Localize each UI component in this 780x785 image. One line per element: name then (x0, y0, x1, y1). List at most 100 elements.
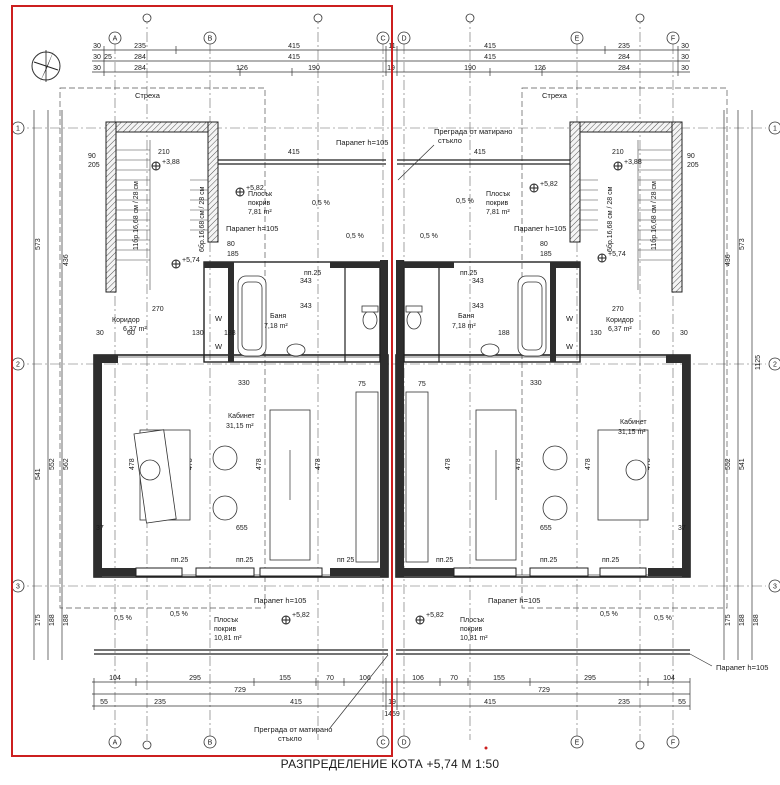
drawing-title: РАЗПРЕДЕЛЕНИЕ КОТА +5,74 М 1:50 (280, 757, 500, 771)
dim-478-right-4: 478 (645, 458, 652, 470)
dim-478-left-1: 478 (129, 458, 136, 470)
dim-37-right: 37 (678, 525, 686, 532)
dim-60-left: 60 (127, 330, 135, 337)
slope-bottom-right-2: 0,5 % (654, 615, 672, 622)
dim-nn25-left: пп.25 (304, 270, 321, 277)
dim-right-552: 552 (725, 458, 732, 470)
pregrada-top-2: стъкло (438, 136, 462, 145)
dim-343-right-1: 343 (472, 278, 484, 285)
dim-top-3: 415 (288, 43, 300, 50)
level-marker-icon (281, 615, 291, 625)
dim-top-r2-4: 415 (484, 54, 496, 61)
corridor-area-right: 6,37 m² (608, 326, 632, 333)
level-582-left: +5,82 (246, 185, 264, 192)
level-388-right: +3,88 (624, 159, 642, 166)
dim-bottom-729-right: 729 (538, 687, 550, 694)
dim-210-right: 210 (612, 149, 624, 156)
dim-bottom-r3-1: 55 (100, 699, 108, 706)
axis-label-b-bottom: B (208, 740, 213, 747)
dim-nn25-right: пп.25 (460, 270, 477, 277)
dim-478-right-1: 478 (445, 458, 452, 470)
level-marker-icon (529, 183, 539, 193)
dim-37-left: 37 (96, 525, 104, 532)
dim-nn25-right-b2: пп.25 (540, 557, 557, 564)
dim-left-552: 552 (49, 458, 56, 470)
dim-478-left-4: 478 (315, 458, 322, 470)
dim-343-right-2: 343 (472, 303, 484, 310)
roof-bottom-name2-left: покрив (214, 626, 237, 633)
dim-top-r3-1: 30 (93, 65, 101, 72)
axis-label-2: 2 (16, 362, 20, 369)
axis-label-f: F (671, 36, 675, 43)
dim-top-5: 415 (484, 43, 496, 50)
office-name-right: Кабинет (620, 418, 647, 426)
dim-75-left: 75 (358, 381, 366, 388)
dim-bottom-r3-3: 415 (290, 699, 302, 706)
dim-bottom-r3-6: 235 (618, 699, 630, 706)
slope-bottom-right-1: 0,5 % (600, 611, 618, 618)
roof-top-name-right: Плосък (486, 191, 511, 198)
dim-top-r2-2: 284 (134, 54, 146, 61)
axis-label-c: C (380, 36, 385, 43)
roof-bottom-name2-right: покрив (460, 626, 483, 633)
dim-60-right: 60 (652, 330, 660, 337)
dim-90-left: 90 (88, 153, 96, 160)
axis-label-3-right: 3 (773, 584, 777, 591)
axis-label-c-bottom: C (380, 740, 385, 747)
dim-top-r2-1: 30 (93, 54, 101, 61)
office-area-right: 31,15 m² (618, 429, 646, 436)
dim-478-right-3: 478 (585, 458, 592, 470)
dim-188-right: 188 (498, 330, 510, 337)
office-name-left: Кабинет (228, 412, 255, 420)
dim-bottom-5: 106 (359, 675, 371, 682)
dim-bottom-r3-5: 415 (484, 699, 496, 706)
slope-bottom-left-1: 0,5 % (114, 615, 132, 622)
dim-655-right: 655 (540, 525, 552, 532)
unit-left: 11бр.16,68 см / 28 см 6бр.16,68 см / 28 … (88, 121, 389, 655)
roof-top-area-right: 7,81 m² (486, 209, 510, 216)
dim-bottom-6: 106 (412, 675, 424, 682)
dim-655-left: 655 (236, 525, 248, 532)
dim-188-left: 188 (224, 330, 236, 337)
dim-343-left-1: 343 (300, 278, 312, 285)
parapet-top-label: Парапет h=105 (336, 138, 388, 147)
dim-185-right: 185 (540, 251, 552, 258)
bath-area-right: 7,18 m² (452, 323, 476, 330)
pregrada-bottom-2: стъкло (278, 734, 302, 743)
dimension-lines-right: 573 436 552 541 1125 175 188 188 (723, 110, 762, 660)
dim-top-r3-8: 284 (618, 65, 630, 72)
dim-right-541: 541 (739, 458, 746, 470)
dim-top-6: 235 (618, 43, 630, 50)
dim-bottom-7: 70 (450, 675, 458, 682)
level-marker-icon (235, 187, 245, 197)
dim-top-r3-9: 30 (681, 65, 689, 72)
dim-right-188a: 188 (739, 614, 746, 626)
roof-bottom-area-right: 10,81 m² (460, 635, 488, 642)
parapet-bottom-right: Парапет h=105 (488, 596, 540, 605)
door-mark-w-1: W (215, 314, 223, 323)
dim-bottom-2: 295 (189, 675, 201, 682)
level-388-left: +3,88 (162, 159, 180, 166)
dim-right-188b: 188 (753, 614, 760, 626)
dim-415-left: 415 (288, 149, 300, 156)
dim-top-small-25: 25 (104, 54, 112, 61)
stairs-label-left: 11бр.16,68 см / 28 см (132, 181, 140, 250)
dim-left-175: 175 (35, 614, 42, 626)
dim-left-188b: 188 (63, 614, 70, 626)
bath-name-right: Баня (458, 313, 474, 320)
axis-label-a-bottom: A (113, 740, 118, 747)
dim-nn25-right-b1: пп.25 (436, 557, 453, 564)
axis-label-f-bottom: F (671, 740, 675, 747)
dim-415-right: 415 (474, 149, 486, 156)
dim-205-left: 205 (88, 162, 100, 169)
parapet-far-right: Парапет h=105 (716, 663, 768, 672)
dim-top-r3-7: 126 (534, 65, 546, 72)
dim-30-left: 30 (96, 330, 104, 337)
dimension-lines-top: 30 235 415 11 415 235 30 30 284 415 415 … (92, 43, 690, 76)
dim-right-573: 573 (739, 238, 746, 250)
axis-markers-bottom: A B C D E F (108, 735, 680, 750)
level-marker-icon (171, 259, 181, 269)
bath-area-left: 7,18 m² (264, 323, 288, 330)
selection-frame (11, 5, 488, 757)
dim-205-right: 205 (687, 162, 699, 169)
